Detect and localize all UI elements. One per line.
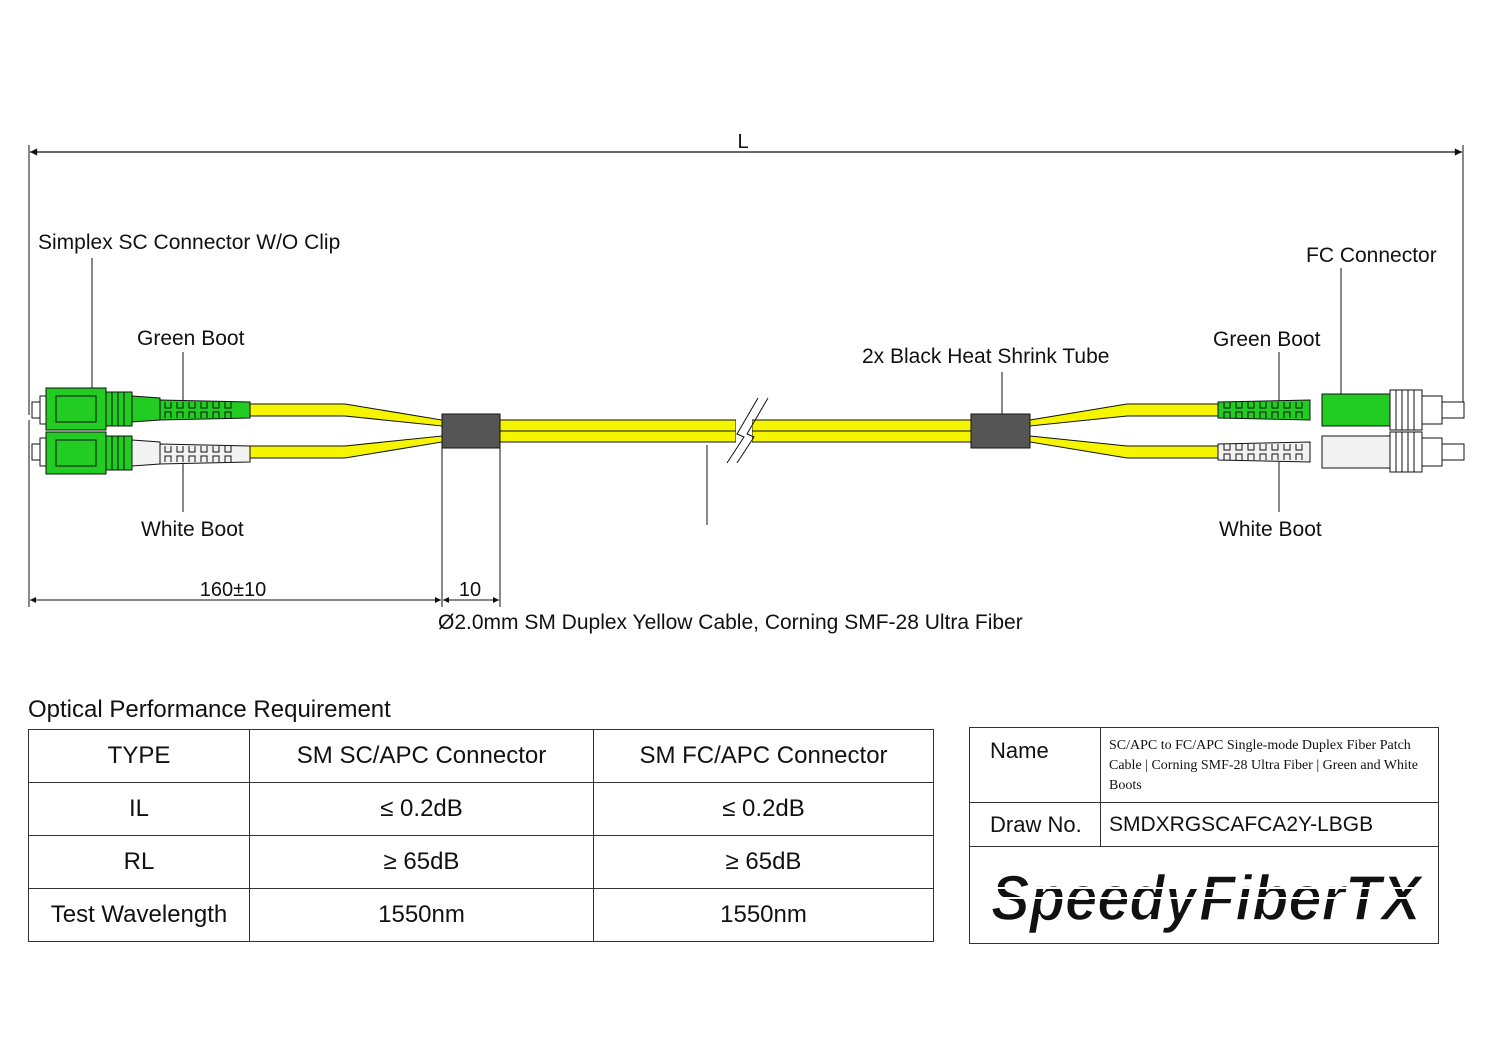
performance-title: Optical Performance Requirement (28, 696, 391, 723)
sc-connector-label: Simplex SC Connector W/O Clip (38, 231, 340, 254)
cable-break-mark (726, 397, 769, 464)
table-row: RL ≥ 65dB ≥ 65dB (28, 835, 934, 889)
left-white-boot-label: White Boot (141, 518, 244, 541)
row-label: IL (28, 782, 250, 836)
right-fc-connector-upper (1217, 389, 1465, 431)
table-header-row: TYPE SM SC/APC Connector SM FC/APC Conne… (28, 729, 934, 783)
row-value: ≤ 0.2dB (249, 782, 594, 836)
right-heat-shrink-tube (970, 413, 1031, 449)
table-row: IL ≤ 0.2dB ≤ 0.2dB (28, 782, 934, 836)
cable-description-label: Ø2.0mm SM Duplex Yellow Cable, Corning S… (438, 611, 1023, 634)
name-key: Name (969, 727, 1101, 803)
length-dimension: L (28, 131, 1464, 415)
logo-cell: Speedy FiberTX (969, 846, 1439, 944)
left-heat-shrink-tube (441, 413, 501, 449)
header-fc: SM FC/APC Connector (593, 729, 934, 783)
speedyfibertx-logo: Speedy FiberTX (979, 861, 1429, 934)
right-fc-connector-lower (1217, 431, 1465, 473)
breakout-dim-label: 160±10 (200, 579, 267, 601)
draw-value: SMDXRGSCAFCA2Y-LBGB (1100, 802, 1439, 847)
cable-drawing: L (28, 131, 1465, 634)
header-sc: SM SC/APC Connector (249, 729, 594, 783)
header-type: TYPE (28, 729, 250, 783)
left-sc-connector-upper (31, 387, 251, 431)
name-value: SC/APC to FC/APC Single-mode Duplex Fibe… (1100, 727, 1439, 803)
row-label: Test Wavelength (28, 888, 250, 942)
row-value: 1550nm (249, 888, 594, 942)
heat-shrink-label: 2x Black Heat Shrink Tube (862, 345, 1109, 368)
leader-lines (91, 258, 1342, 525)
row-value: 1550nm (593, 888, 934, 942)
row-value: ≥ 65dB (593, 835, 934, 889)
right-green-boot-label: Green Boot (1213, 328, 1321, 351)
right-white-boot-label: White Boot (1219, 518, 1322, 541)
draw-key: Draw No. (969, 802, 1101, 847)
performance-table: TYPE SM SC/APC Connector SM FC/APC Conne… (28, 729, 934, 942)
row-value: ≤ 0.2dB (593, 782, 934, 836)
breakout-dimension (28, 420, 501, 607)
left-sc-connector-lower (31, 431, 251, 475)
left-green-boot-label: Green Boot (137, 327, 245, 350)
info-table: Name SC/APC to FC/APC Single-mode Duplex… (969, 727, 1439, 944)
fc-connector-label: FC Connector (1306, 244, 1437, 267)
length-label: L (737, 131, 748, 153)
row-label: RL (28, 835, 250, 889)
shrink-dim-label: 10 (459, 579, 481, 601)
row-value: ≥ 65dB (249, 835, 594, 889)
yellow-cable (249, 403, 1219, 459)
table-row: Test Wavelength 1550nm 1550nm (28, 888, 934, 942)
